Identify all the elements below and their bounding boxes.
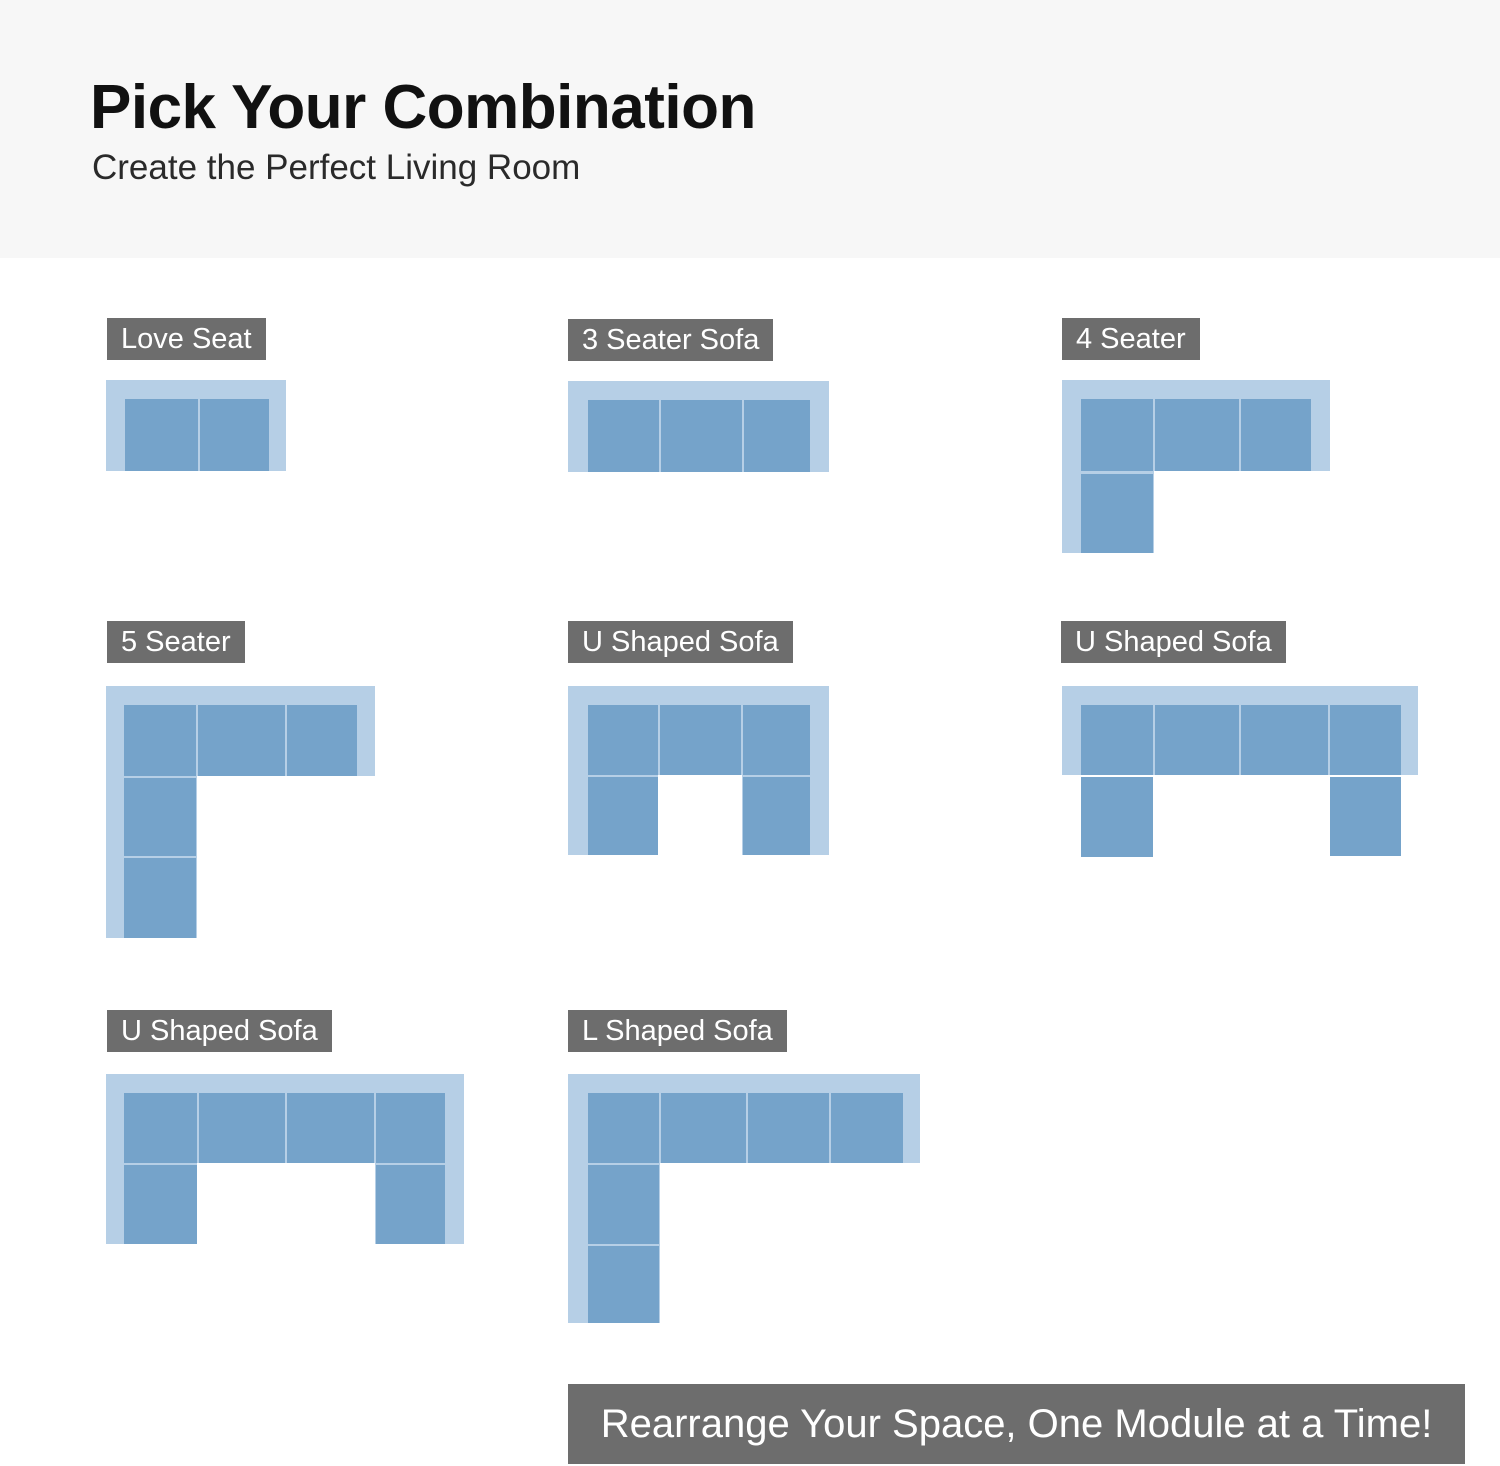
sofa-module bbox=[198, 705, 285, 776]
sofa-module bbox=[588, 705, 658, 775]
sofa-module bbox=[1081, 777, 1153, 857]
sofa-module bbox=[1330, 777, 1401, 856]
sofa-module bbox=[1155, 705, 1239, 775]
label-u-shaped-sofa-3: U Shaped Sofa bbox=[107, 1010, 332, 1052]
sofa-module bbox=[660, 705, 741, 775]
sofa-module bbox=[1155, 399, 1239, 471]
footer-banner: Rearrange Your Space, One Module at a Ti… bbox=[568, 1384, 1465, 1464]
sofa-module bbox=[124, 1165, 197, 1244]
sofa-module bbox=[124, 705, 196, 776]
sofa-module bbox=[831, 1093, 903, 1163]
label-l-shaped-sofa: L Shaped Sofa bbox=[568, 1010, 787, 1052]
sofa-frame bbox=[375, 1163, 464, 1244]
sofa-frame bbox=[1062, 471, 1154, 553]
sofa-module bbox=[588, 1246, 659, 1323]
label-love-seat: Love Seat bbox=[107, 318, 266, 360]
sofa-module bbox=[588, 400, 659, 472]
sofa-frame bbox=[1062, 686, 1418, 775]
sofa-frame bbox=[106, 1074, 464, 1163]
sofa-module bbox=[588, 1093, 659, 1163]
header-band: Pick Your Combination Create the Perfect… bbox=[0, 0, 1500, 258]
sofa-frame bbox=[568, 1074, 920, 1163]
page-subtitle: Create the Perfect Living Room bbox=[92, 148, 581, 187]
sofa-module bbox=[287, 705, 357, 776]
sofa-frame bbox=[568, 1163, 660, 1323]
u-shaped-sofa-2-diagram bbox=[1062, 686, 1418, 857]
u-shaped-sofa-1-diagram bbox=[568, 686, 829, 855]
sofa-module bbox=[1330, 705, 1401, 775]
sofa-frame bbox=[742, 775, 829, 855]
sofa-module bbox=[125, 399, 198, 471]
sofa-module bbox=[287, 1093, 374, 1163]
sofa-module bbox=[1241, 705, 1328, 775]
sofa-frame bbox=[568, 775, 658, 855]
label-u-shaped-sofa-1: U Shaped Sofa bbox=[568, 621, 793, 663]
love-seat-diagram bbox=[106, 380, 286, 471]
sofa-module bbox=[376, 1165, 445, 1244]
footer-banner-text: Rearrange Your Space, One Module at a Ti… bbox=[600, 1401, 1433, 1446]
sofa-module bbox=[1081, 474, 1153, 553]
sofa-module bbox=[1081, 399, 1153, 471]
5-seater-diagram bbox=[106, 686, 375, 938]
sofa-module bbox=[124, 858, 196, 938]
sofa-module bbox=[1241, 399, 1311, 471]
sofa-module bbox=[588, 1165, 659, 1244]
sofa-module bbox=[124, 1093, 197, 1163]
sofa-frame bbox=[1062, 380, 1330, 471]
label-5-seater: 5 Seater bbox=[107, 621, 245, 663]
label-3-seater-sofa: 3 Seater Sofa bbox=[568, 319, 774, 361]
3-seater-sofa-diagram bbox=[568, 381, 829, 472]
sofa-module bbox=[199, 1093, 285, 1163]
sofa-frame bbox=[568, 381, 829, 472]
sofa-module bbox=[200, 399, 269, 471]
sofa-module bbox=[376, 1093, 445, 1163]
sofa-frame bbox=[106, 686, 375, 776]
4-seater-diagram bbox=[1062, 380, 1330, 553]
label-4-seater: 4 Seater bbox=[1062, 318, 1200, 360]
u-shaped-sofa-3-diagram bbox=[106, 1074, 464, 1244]
label-u-shaped-sofa-2: U Shaped Sofa bbox=[1061, 621, 1286, 663]
sofa-module bbox=[743, 777, 810, 855]
sofa-frame bbox=[568, 686, 829, 775]
sofa-module bbox=[1081, 705, 1153, 775]
l-shaped-sofa-diagram bbox=[568, 1074, 920, 1323]
sofa-frame bbox=[106, 1163, 197, 1244]
sofa-module bbox=[744, 400, 810, 472]
sofa-module bbox=[661, 400, 742, 472]
sofa-module bbox=[743, 705, 810, 775]
sofa-module bbox=[588, 777, 658, 855]
sofa-module bbox=[661, 1093, 746, 1163]
sofa-module bbox=[124, 778, 196, 856]
sofa-frame bbox=[106, 380, 286, 471]
page-title: Pick Your Combination bbox=[90, 73, 756, 142]
sofa-module bbox=[748, 1093, 829, 1163]
sofa-frame bbox=[106, 776, 197, 938]
